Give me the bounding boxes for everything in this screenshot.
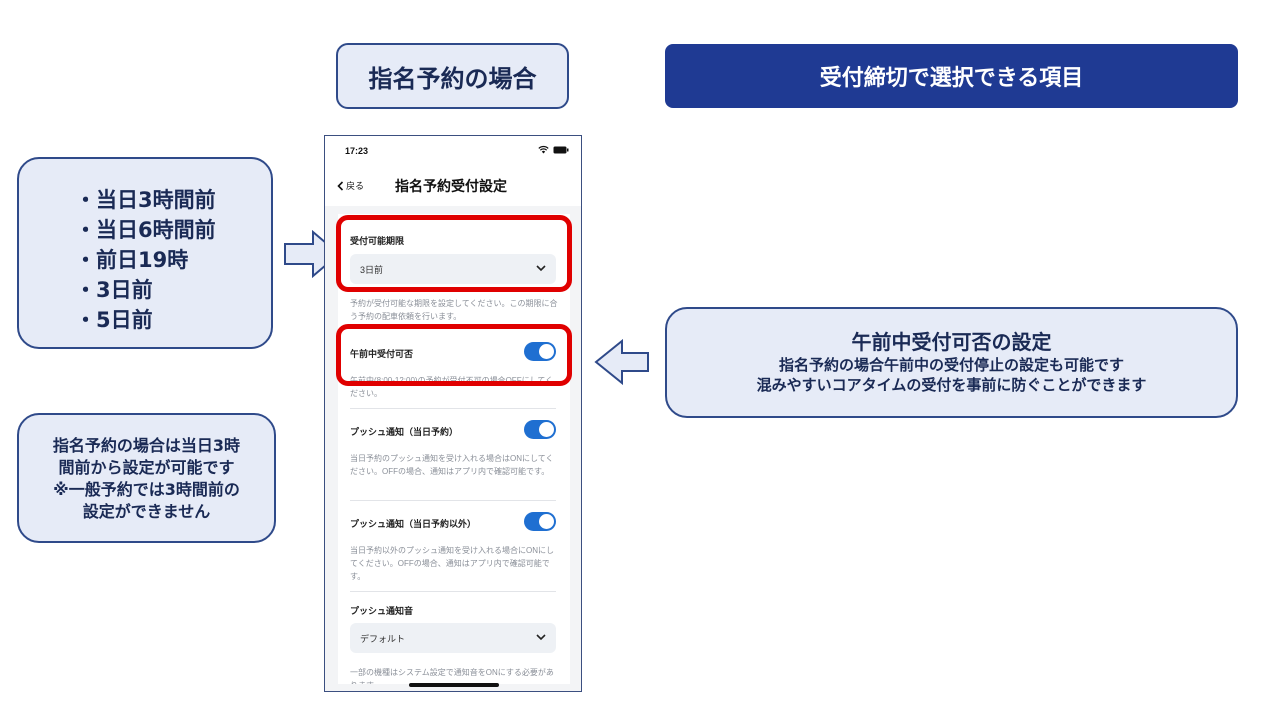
chevron-left-icon <box>337 180 344 191</box>
morning-label: 午前中受付可否 <box>350 349 414 359</box>
back-button[interactable]: 戻る <box>337 179 364 192</box>
period-select[interactable]: 3日前 <box>350 254 556 284</box>
push-sound-help: 一部の機種はシステム設定で通知音をONにする必要があります。 <box>350 668 554 684</box>
left-arrow-icon <box>594 339 649 385</box>
chevron-down-icon <box>536 265 546 272</box>
wifi-icon <box>538 145 549 154</box>
toggle-knob <box>539 344 554 359</box>
status-time: 17:23 <box>345 146 369 156</box>
deadline-option: ・前日19時 <box>75 248 189 272</box>
morning-help: 午前中(8:00-12:00)の予約が受付不可の場合OFFにしてください。 <box>350 376 554 398</box>
push-today-help: 当日予約のプッシュ通知を受け入れる場合はONにしてください。OFFの場合、通知は… <box>350 454 554 476</box>
morning-highlight <box>336 324 572 386</box>
back-label: 戻る <box>346 181 365 191</box>
divider <box>350 500 556 501</box>
push-today-toggle[interactable] <box>524 420 556 439</box>
period-label: 受付可能期限 <box>350 236 405 246</box>
deadline-option: ・3日前 <box>75 278 153 302</box>
toggle-knob <box>539 514 554 529</box>
phone-screen: 17:23 戻る 指名予約受付設定 受付可能期限 3 <box>324 135 582 692</box>
status-bar: 17:23 <box>325 136 581 168</box>
push-sound-label: プッシュ通知音 <box>350 606 414 616</box>
deadline-option: ・当日3時間前 <box>75 188 216 212</box>
deadline-options-callout: ・当日3時間前 ・当日6時間前 ・前日19時 ・3日前 ・5日前 <box>17 157 273 349</box>
designated-note-callout: 指名予約の場合は当日3時 間前から設定が可能です ※一般予約では3時間前の 設定… <box>17 413 276 543</box>
push-today-label: プッシュ通知（当日予約） <box>350 427 459 437</box>
push-sound-select[interactable]: デフォルト <box>350 623 556 653</box>
deadline-option: ・当日6時間前 <box>75 218 216 242</box>
callout-title: 午前中受付可否の設定 <box>851 330 1052 354</box>
callout-line: 混みやすいコアタイムの受付を事前に防ぐことができます <box>756 376 1147 394</box>
settings-card: 受付可能期限 3日前 予約が受付可能な期限を設定してください。この期限に合う予約… <box>338 214 570 684</box>
divider <box>350 591 556 592</box>
period-value: 3日前 <box>360 264 384 275</box>
nav-bar: 戻る 指名予約受付設定 <box>325 172 581 202</box>
note-line: ※一般予約では3時間前の <box>53 480 240 499</box>
battery-icon <box>553 146 569 153</box>
note-line: 指名予約の場合は当日3時 <box>52 436 241 455</box>
period-highlight <box>336 215 572 292</box>
settings-area: 受付可能期限 3日前 予約が受付可能な期限を設定してください。この期限に合う予約… <box>325 206 581 691</box>
deadline-option: ・5日前 <box>75 308 153 332</box>
note-line: 設定ができません <box>82 502 211 521</box>
morning-toggle[interactable] <box>524 342 556 361</box>
toggle-knob <box>539 422 554 437</box>
push-other-toggle[interactable] <box>524 512 556 531</box>
page-title: 指名予約受付設定 <box>395 178 507 194</box>
chevron-down-icon <box>536 634 546 641</box>
period-help: 予約が受付可能な期限を設定してください。この期限に合う予約の配車依頼を行います。 <box>350 299 558 321</box>
push-other-help: 当日予約以外のプッシュ通知を受け入れる場合にONにしてください。OFFの場合、通… <box>350 546 554 581</box>
left-title: 指名予約の場合 <box>336 43 569 109</box>
divider <box>350 408 556 409</box>
right-title: 受付締切で選択できる項目 <box>665 44 1238 108</box>
home-indicator <box>409 683 499 687</box>
morning-setting-callout: 午前中受付可否の設定 指名予約の場合午前中の受付停止の設定も可能です 混みやすい… <box>665 307 1238 418</box>
note-line: 間前から設定が可能です <box>58 458 235 477</box>
callout-line: 指名予約の場合午前中の受付停止の設定も可能です <box>778 356 1124 374</box>
status-icons <box>538 145 569 154</box>
push-other-label: プッシュ通知（当日予約以外） <box>350 519 477 529</box>
push-sound-value: デフォルト <box>360 633 406 644</box>
